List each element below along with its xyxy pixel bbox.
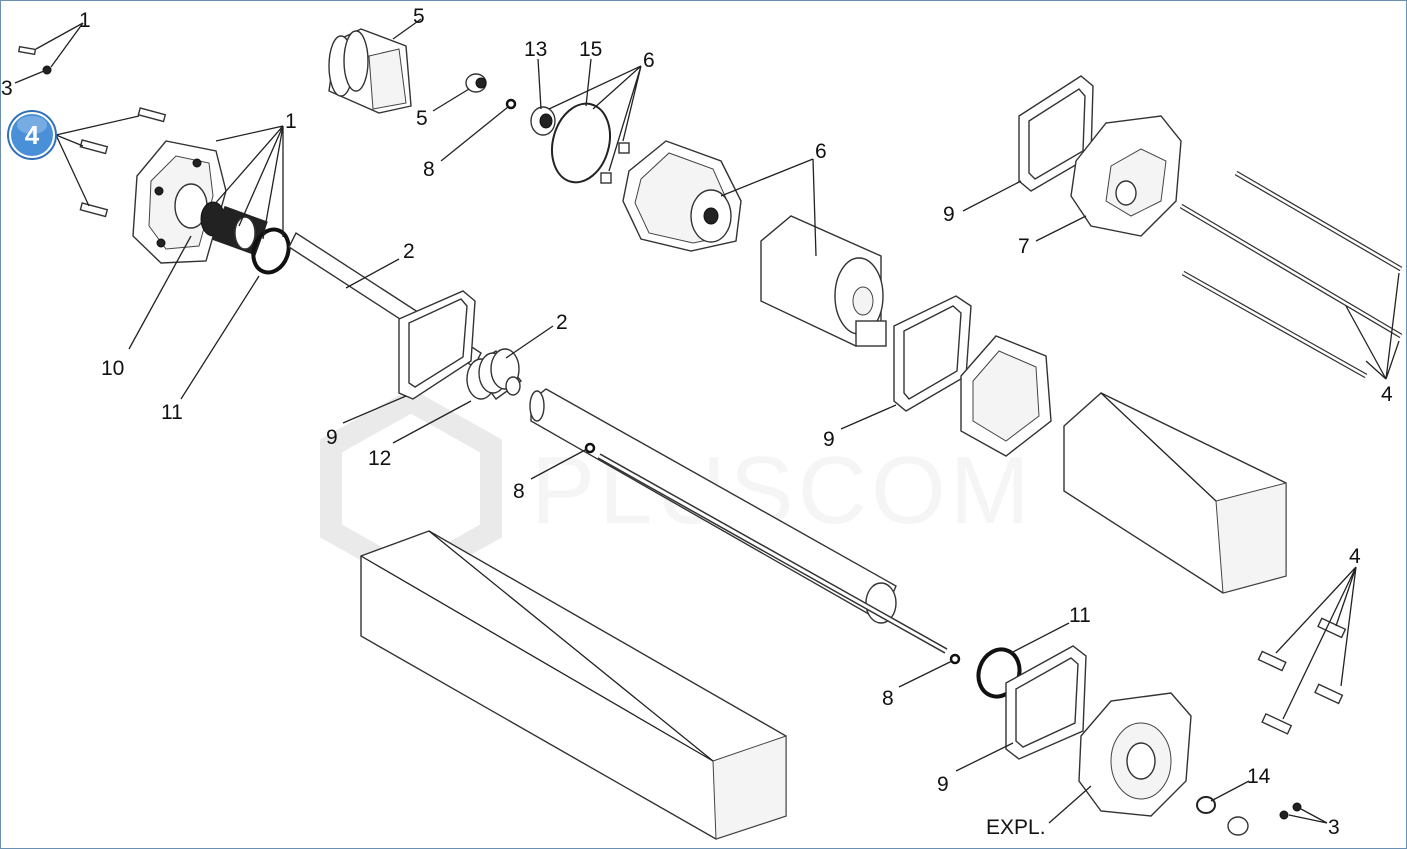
label-15: 15 bbox=[579, 38, 602, 61]
nut-5[interactable] bbox=[465, 73, 487, 93]
right-end-cap[interactable] bbox=[1070, 115, 1182, 237]
label-9a: 9 bbox=[943, 203, 955, 226]
pulley[interactable] bbox=[466, 348, 523, 400]
label-5b: 5 bbox=[416, 107, 428, 130]
motor-bracket[interactable] bbox=[960, 335, 1052, 457]
washer-8c[interactable] bbox=[949, 653, 961, 665]
bearing-13[interactable] bbox=[530, 106, 556, 136]
o-ring-left[interactable] bbox=[248, 225, 295, 278]
nuts-3b[interactable] bbox=[1279, 802, 1302, 820]
electric-motor[interactable] bbox=[760, 215, 887, 347]
explosion-proof-end-cap[interactable] bbox=[1078, 692, 1192, 817]
gasket-right-bottom[interactable] bbox=[1005, 645, 1087, 760]
label-6b: 6 bbox=[815, 140, 827, 163]
label-3a: 3 bbox=[1, 77, 13, 100]
screws-6[interactable] bbox=[600, 142, 630, 184]
tie-rods-4[interactable] bbox=[1179, 170, 1403, 379]
plug[interactable] bbox=[1227, 816, 1249, 836]
bolts-4[interactable] bbox=[79, 107, 167, 218]
label-12: 12 bbox=[368, 447, 391, 470]
nut-3a[interactable] bbox=[42, 65, 52, 75]
gearbox-housing[interactable] bbox=[622, 140, 742, 252]
label-2a: 2 bbox=[403, 240, 415, 263]
label-9b: 9 bbox=[326, 426, 338, 449]
label-11b: 11 bbox=[1069, 604, 1091, 627]
gasket-middle[interactable] bbox=[893, 295, 972, 412]
label-10: 10 bbox=[101, 357, 124, 380]
ring-15[interactable] bbox=[544, 97, 619, 189]
label-6a: 6 bbox=[643, 49, 655, 72]
label-8c: 8 bbox=[882, 687, 894, 710]
washer-14[interactable] bbox=[1196, 796, 1216, 814]
shaft-coupling[interactable] bbox=[200, 201, 268, 256]
hotspot-number: 4 bbox=[25, 120, 40, 150]
label-11a: 11 bbox=[161, 401, 183, 424]
label-13: 13 bbox=[524, 38, 547, 61]
right-profile-tube[interactable] bbox=[1063, 392, 1287, 594]
label-1a: 1 bbox=[79, 9, 91, 32]
screw-1a[interactable] bbox=[17, 45, 37, 56]
part-labels: 1 3 5 5 13 15 6 8 6 1 9 7 2 10 11 2 9 12… bbox=[1, 5, 1393, 839]
threaded-rod[interactable] bbox=[597, 453, 948, 654]
washer-8b[interactable] bbox=[584, 442, 596, 454]
hotspot-4-button[interactable]: 4 bbox=[7, 110, 140, 207]
bolts-4b[interactable] bbox=[1257, 617, 1347, 735]
label-3b: 3 bbox=[1328, 816, 1340, 839]
label-7: 7 bbox=[1018, 235, 1030, 258]
label-1b: 1 bbox=[285, 110, 297, 133]
label-5a: 5 bbox=[413, 5, 425, 28]
left-profile-tube[interactable] bbox=[360, 530, 787, 840]
gasket-left[interactable] bbox=[398, 290, 476, 400]
label-9c: 9 bbox=[823, 428, 835, 451]
label-8b: 8 bbox=[513, 480, 525, 503]
gasket-right-top[interactable] bbox=[1018, 75, 1094, 192]
label-9d: 9 bbox=[937, 773, 949, 796]
label-4a: 4 bbox=[1381, 383, 1393, 406]
left-end-cap[interactable] bbox=[132, 140, 227, 264]
label-2b: 2 bbox=[556, 311, 568, 334]
leader-lines bbox=[14, 18, 1400, 824]
label-4b: 4 bbox=[1349, 545, 1361, 568]
label-expl: EXPL. bbox=[986, 816, 1046, 839]
coupling-housing[interactable] bbox=[328, 28, 412, 114]
label-14: 14 bbox=[1247, 765, 1271, 788]
label-8a: 8 bbox=[423, 158, 435, 181]
washer-8a[interactable] bbox=[505, 98, 517, 110]
